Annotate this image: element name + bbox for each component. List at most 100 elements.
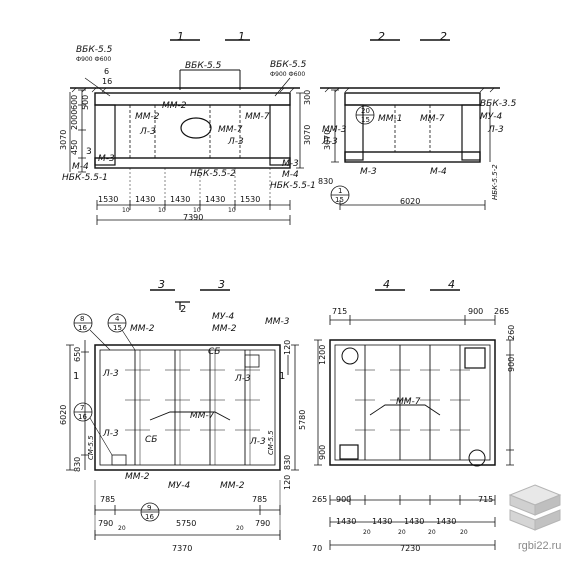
callout-1-num: 1 [338,187,343,195]
label-phi-b: Ф900 Ф600 [270,71,306,78]
dim-10d: 10 [228,207,236,214]
dim-6020a: 6020 [400,197,421,206]
dim-20c: 20 [363,529,371,536]
dim-2000: 2000 [70,109,79,130]
callout-20-den: 15 [361,116,370,124]
label-my4-c: МУ-4 [168,481,191,491]
dim-5750: 5750 [176,519,197,528]
dim-900a: 900 [468,307,484,316]
dim-900d: 900 [336,495,352,504]
dim-650: 650 [73,346,82,362]
section-3-left-label: 3 [158,278,166,291]
label-m4-a: М-4 [72,162,89,172]
dim-260: 260 [507,324,516,340]
watermark-logo-icon [508,484,562,531]
label-mm7-a: ММ-7 [245,112,270,122]
label-l3-s2a: Л-3 [322,137,338,147]
dim-20d: 20 [398,529,406,536]
dim-3070c: 3070 [323,129,332,150]
label-nbk52-v: НБК-5.5-2 [491,164,499,200]
label-mm2-d: ММ-2 [212,324,237,334]
label-mm7-d: ММ-7 [396,397,421,407]
label-l3-b: Л-3 [228,137,244,147]
label-vbk55-c: ВБК-5.5 [270,60,307,70]
dim-1200: 1200 [318,344,327,365]
dim-830a: 830 [318,177,334,186]
section-2-frame [320,39,500,210]
label-l3-f: Л-3 [103,429,119,439]
section-1-frame [69,39,304,225]
dim-900c: 900 [318,444,327,460]
dim-10b: 10 [158,207,166,214]
dim-1430a: 1430 [135,195,156,204]
label-mm1: ММ-1 [378,114,403,124]
label-phi-a: Ф900 Ф600 [76,56,112,63]
label-m3-b: М-3 [282,159,299,169]
dim-300: 300 [303,89,312,105]
callout-20-num: 20 [361,107,370,115]
dim-1430e: 1430 [372,517,393,526]
callout-7-den: 16 [78,413,87,421]
dim-70: 70 [312,544,323,553]
dim-1430b: 1430 [170,195,191,204]
section-1-left-label: 1 [177,30,185,43]
label-m4-b: М-4 [282,170,299,180]
dim-830b: 830 [73,456,82,472]
callout-8-den: 16 [78,324,87,332]
section-3-plan [66,289,299,540]
callout-7-num: 7 [80,404,85,412]
label-vbk35: ВБК-3.5 [480,99,517,109]
dim-1430g: 1430 [436,517,457,526]
label-l3-a: Л-3 [140,127,156,137]
label-m4-s2: М-4 [430,167,447,177]
label-nbk51-a: НБК-5.5-1 [62,173,108,183]
section-3-cut-1: 1 [73,371,80,382]
label-l3-e: Л-3 [235,374,251,384]
dim-5780: 5780 [298,409,307,430]
dim-20f: 20 [460,529,468,536]
label-my4: МУ-4 [480,112,503,122]
label-sb-a: СБ [208,347,221,357]
dim-500: 500 [81,94,90,110]
label-mm2-f: ММ-2 [220,481,245,491]
label-m3-a: М-3 [98,154,115,164]
dim-120a: 120 [283,339,292,355]
dim-1430c: 1430 [205,195,226,204]
callout-4-den: 15 [113,324,122,332]
label-mm7-s2: ММ-7 [420,114,445,124]
callout-6-den: 16 [102,77,113,86]
label-mm2-e: ММ-2 [125,472,150,482]
dim-785a: 785 [100,495,116,504]
dim-1430f: 1430 [404,517,425,526]
label-nbk51-b: НБК-5.5-1 [270,181,316,191]
label-l3-g: Л-3 [250,437,266,447]
callout-6-num: 6 [104,67,110,76]
section-4-plan [314,289,514,550]
label-l3-d: Л-3 [103,369,119,379]
label-sm55-a: СМ-5.5 [87,435,95,460]
dim-715a: 715 [332,307,348,316]
label-vbk55-a: ВБК-5.5 [76,45,113,55]
section-3-cut-2: 2 [180,304,187,315]
dim-265b: 265 [312,495,328,504]
label-sb-b: СБ [145,435,158,445]
dim-10c: 10 [193,207,201,214]
callout-1-den: 15 [335,196,344,204]
label-mm3-s2: ММ-3 [322,125,347,135]
callout-9-num: 9 [147,504,152,512]
dim-6020b: 6020 [59,404,68,425]
section-4-right-label: 4 [448,278,456,291]
label-mm7-c: ММ-7 [190,411,215,421]
dim-265a: 265 [494,307,510,316]
watermark-text: rgbi22.ru [518,540,562,552]
section-2-left-label: 2 [378,30,386,43]
dim-450: 450 [70,139,79,155]
label-vbk55-b: ВБК-5.5 [185,61,222,71]
label-mm2-b: ММ-2 [135,112,160,122]
section-3-cut-1b: 1 [279,371,286,382]
label-nbk52: НБК-5.5-2 [190,169,236,179]
label-mm7-b: ММ-7 [218,125,243,135]
section-1-right-label: 1 [238,30,246,43]
